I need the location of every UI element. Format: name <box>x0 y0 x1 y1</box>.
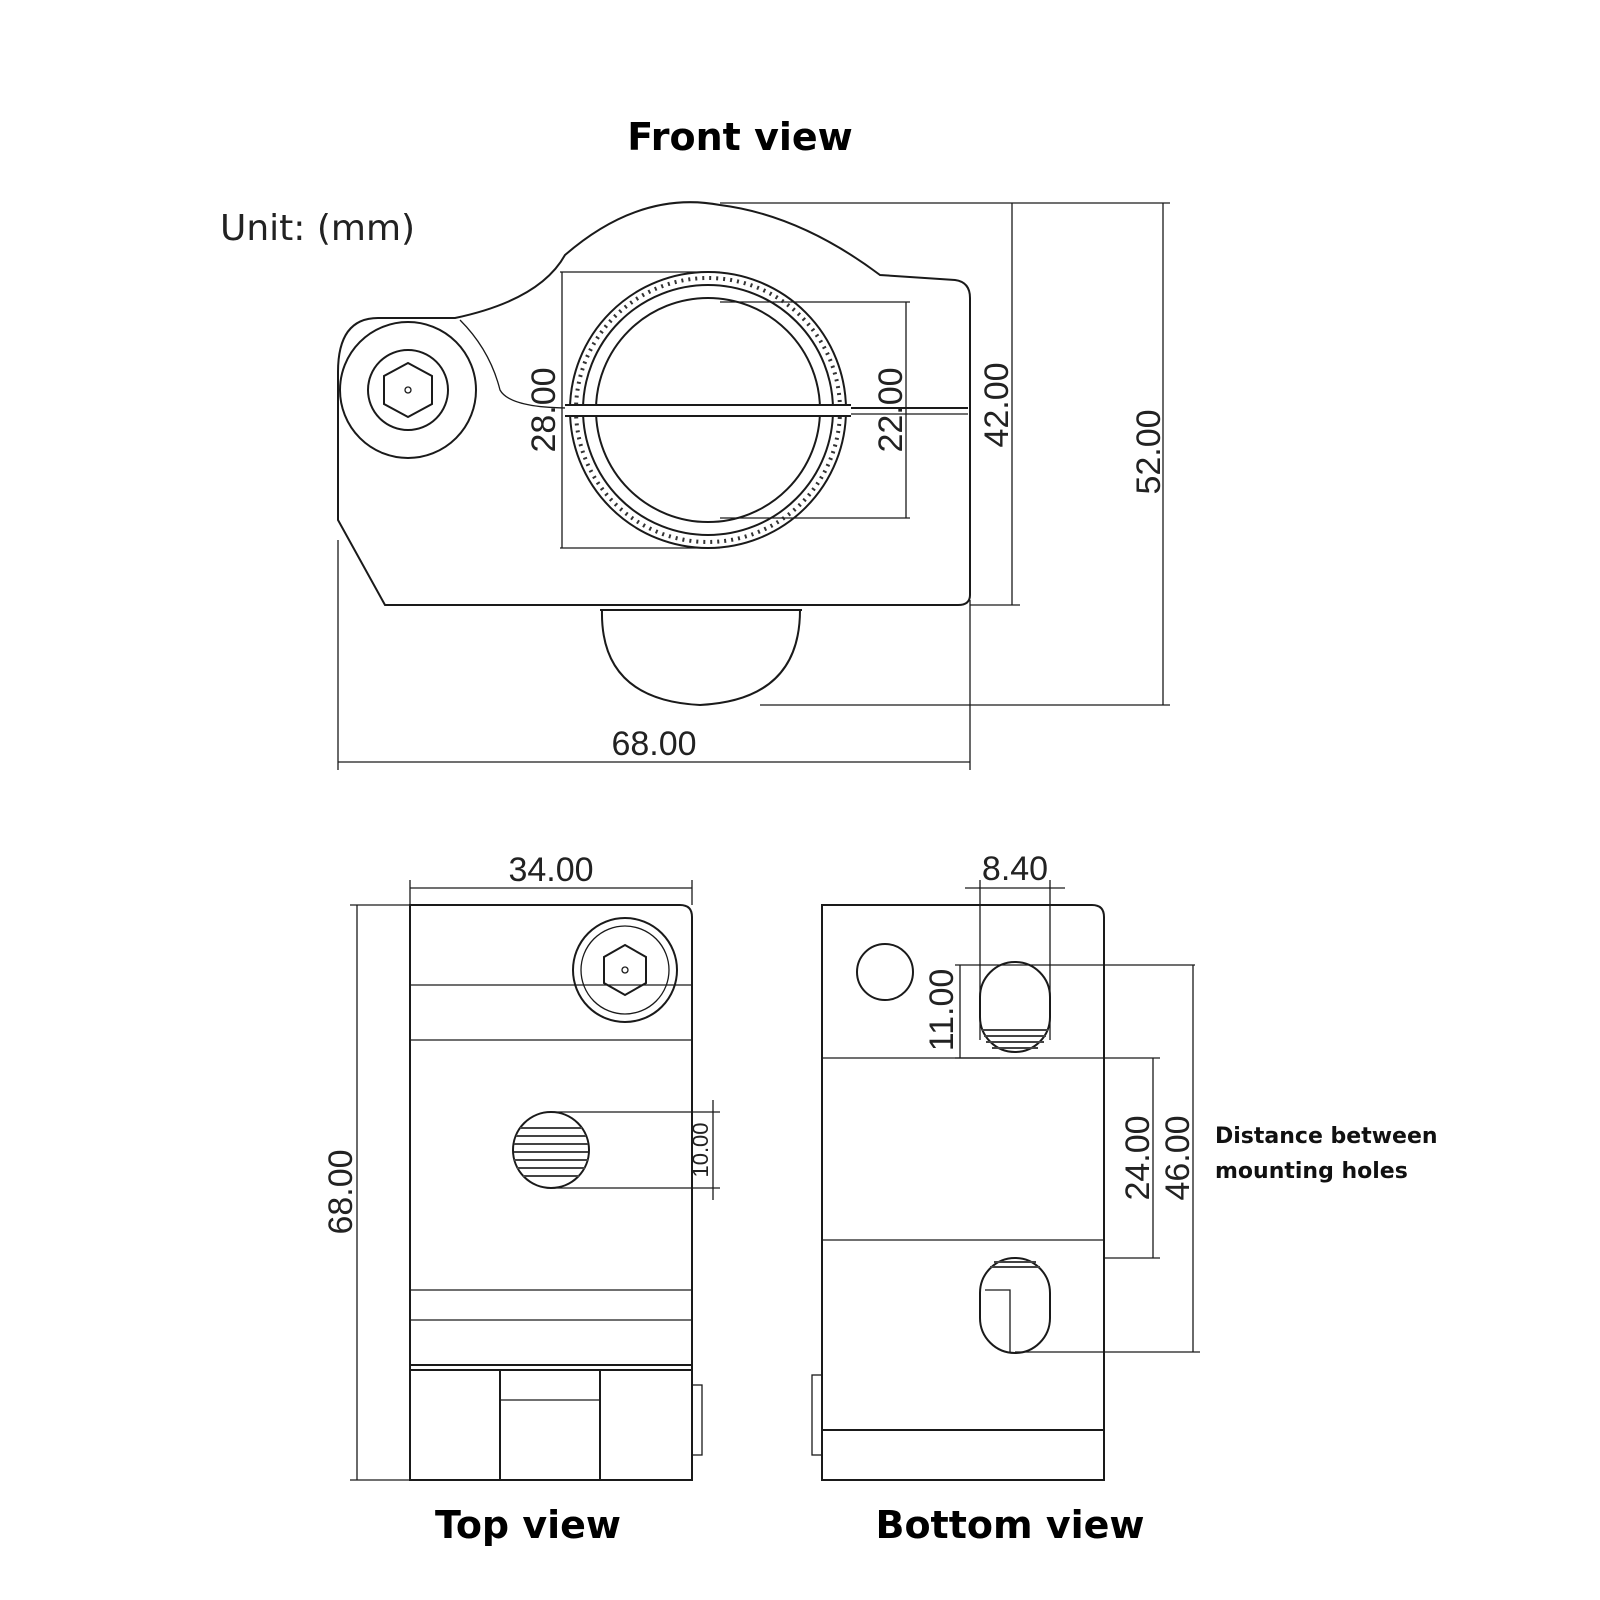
dim-slot-width: 8.40 <box>982 850 1048 888</box>
dim-body-height: 42.00 <box>978 362 1016 447</box>
mount-ball <box>600 609 801 707</box>
top-bolt-head-icon <box>572 917 678 1023</box>
top-view: 34.00 68.00 10.00 <box>322 851 720 1481</box>
note-line-2: mounting holes <box>1215 1159 1408 1184</box>
top-hex-socket-icon <box>603 943 647 997</box>
dim-slot-length: 11.00 <box>923 969 961 1052</box>
dim-top-length: 68.00 <box>322 1149 360 1234</box>
note-line-1: Distance between <box>1215 1124 1438 1149</box>
bolt-boss <box>339 321 477 459</box>
bottom-view: 8.40 11.00 24.00 46.00 Distance between … <box>811 850 1438 1481</box>
dim-center-gap: 24.00 <box>1119 1115 1157 1200</box>
dim-hole-distance: 46.00 <box>1159 1115 1197 1200</box>
arm-curve <box>459 319 571 409</box>
front-view-title: Front view <box>627 115 853 159</box>
dim-total-height: 52.00 <box>1130 409 1168 494</box>
bottom-body-outline <box>821 904 1105 1481</box>
clamp-body-outline <box>337 201 971 606</box>
front-view: 68.00 28.00 22.00 42.00 52.00 <box>337 201 1170 770</box>
top-lower-block <box>409 1369 693 1481</box>
dim-top-width: 34.00 <box>508 851 593 889</box>
dim-bore-inner: 22.00 <box>872 367 910 452</box>
hex-socket-icon <box>383 361 433 419</box>
lower-mounting-slot <box>979 1257 1051 1354</box>
top-body-outline <box>409 904 693 1371</box>
bolt-head-icon <box>367 349 449 431</box>
top-view-title: Top view <box>435 1503 621 1547</box>
unit-label: Unit: (mm) <box>220 208 415 249</box>
dim-front-width: 68.00 <box>611 725 696 763</box>
dim-bore-outer: 28.00 <box>525 367 563 452</box>
upper-mounting-slot <box>979 961 1051 1053</box>
bottom-round-hole <box>856 943 914 1001</box>
bottom-view-title: Bottom view <box>875 1503 1144 1547</box>
dim-top-hole: 10.00 <box>688 1122 713 1177</box>
